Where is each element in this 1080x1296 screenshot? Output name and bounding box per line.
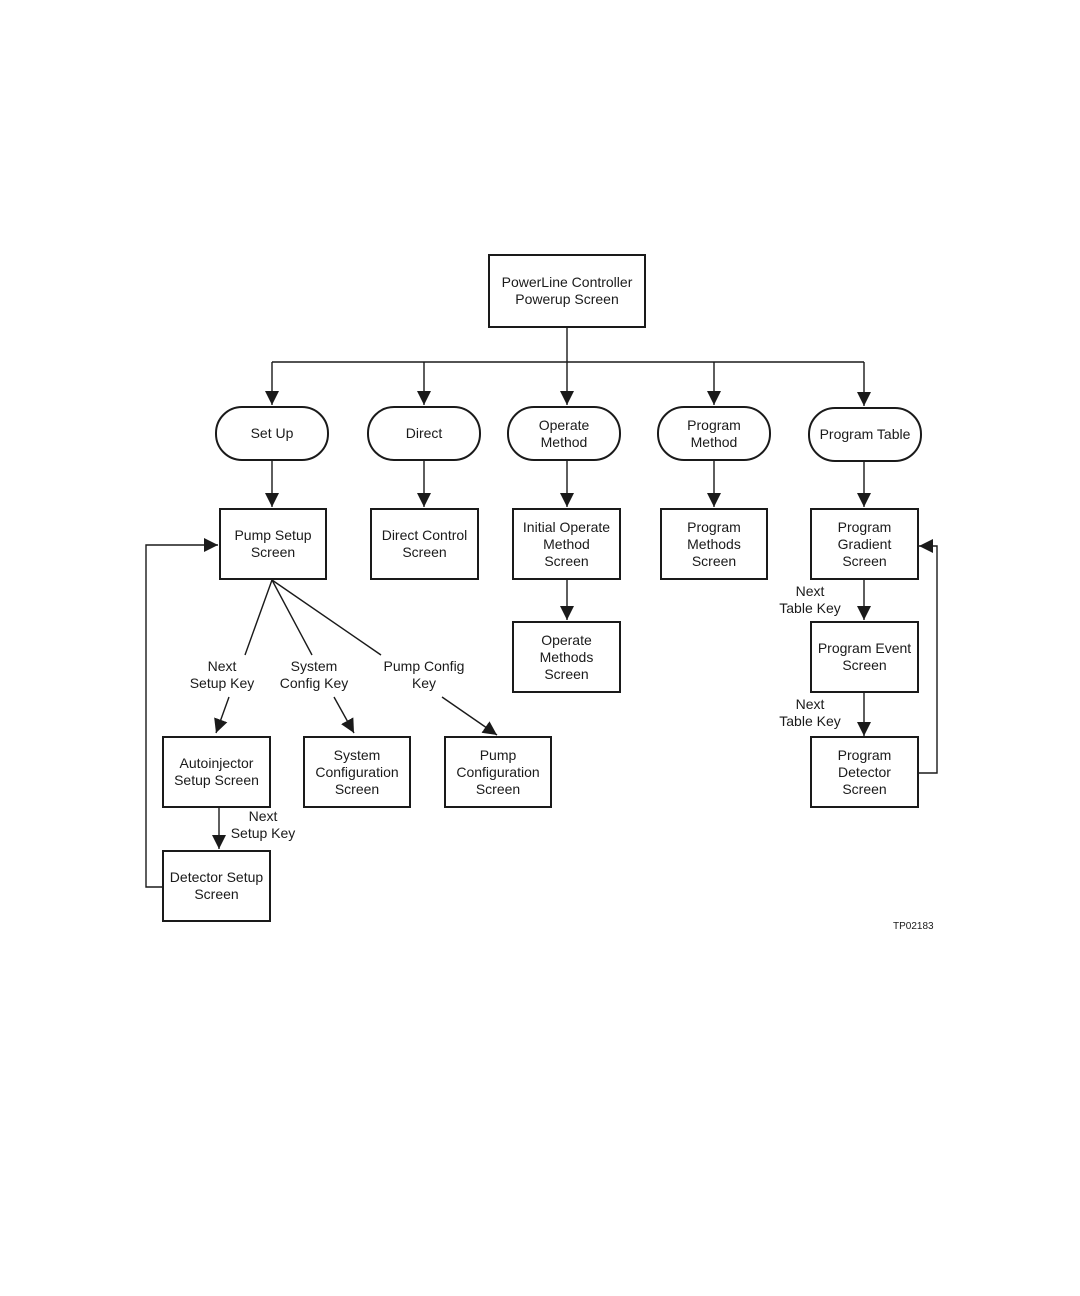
node-autoinjector-setup-screen: Autoinjector Setup Screen bbox=[162, 736, 271, 808]
node-program-method: Program Method bbox=[657, 406, 771, 461]
node-initial-operate-method-screen: Initial Operate Method Screen bbox=[512, 508, 621, 580]
node-detector-setup-screen: Detector Setup Screen bbox=[162, 850, 271, 922]
node-pump-configuration-screen: Pump Configuration Screen bbox=[444, 736, 552, 808]
node-operate-method: Operate Method bbox=[507, 406, 621, 461]
edge-fan-system-config-arrow bbox=[333, 696, 355, 734]
node-program-table: Program Table bbox=[808, 407, 922, 462]
node-direct-control-screen: Direct Control Screen bbox=[370, 508, 479, 580]
node-set-up: Set Up bbox=[215, 406, 329, 461]
edge-fan-next-setup bbox=[244, 579, 273, 656]
edge-fan-system-config bbox=[271, 579, 313, 656]
label-next-table-key-gradient: Next Table Key bbox=[779, 583, 841, 616]
edge-fan-pump-config-arrow bbox=[441, 696, 498, 736]
node-operate-methods-screen: Operate Methods Screen bbox=[512, 621, 621, 693]
node-program-gradient-screen: Program Gradient Screen bbox=[810, 508, 919, 580]
label-next-setup-key-autoinjector: Next Setup Key bbox=[230, 808, 296, 841]
node-program-event-screen: Program Event Screen bbox=[810, 621, 919, 693]
node-powerline-controller-powerup-screen: PowerLine Controller Powerup Screen bbox=[488, 254, 646, 328]
edge-fan-pump-config bbox=[271, 579, 382, 656]
node-system-configuration-screen: System Configuration Screen bbox=[303, 736, 411, 808]
label-next-setup-key: Next Setup Key bbox=[189, 658, 255, 692]
label-system-config-key: System Config Key bbox=[279, 658, 349, 692]
label-pump-config-key: Pump Config Key bbox=[383, 658, 465, 692]
edge-detector-loop-back bbox=[918, 539, 938, 774]
edge-fan-next-setup-arrow bbox=[214, 696, 230, 734]
figure-code: TP02183 bbox=[893, 921, 934, 932]
node-pump-setup-screen: Pump Setup Screen bbox=[219, 508, 327, 580]
node-program-detector-screen: Program Detector Screen bbox=[810, 736, 919, 808]
node-program-methods-screen: Program Methods Screen bbox=[660, 508, 768, 580]
edge-detector-setup-loop-back bbox=[145, 538, 218, 888]
node-direct: Direct bbox=[367, 406, 481, 461]
label-next-table-key-event: Next Table Key bbox=[779, 696, 841, 729]
